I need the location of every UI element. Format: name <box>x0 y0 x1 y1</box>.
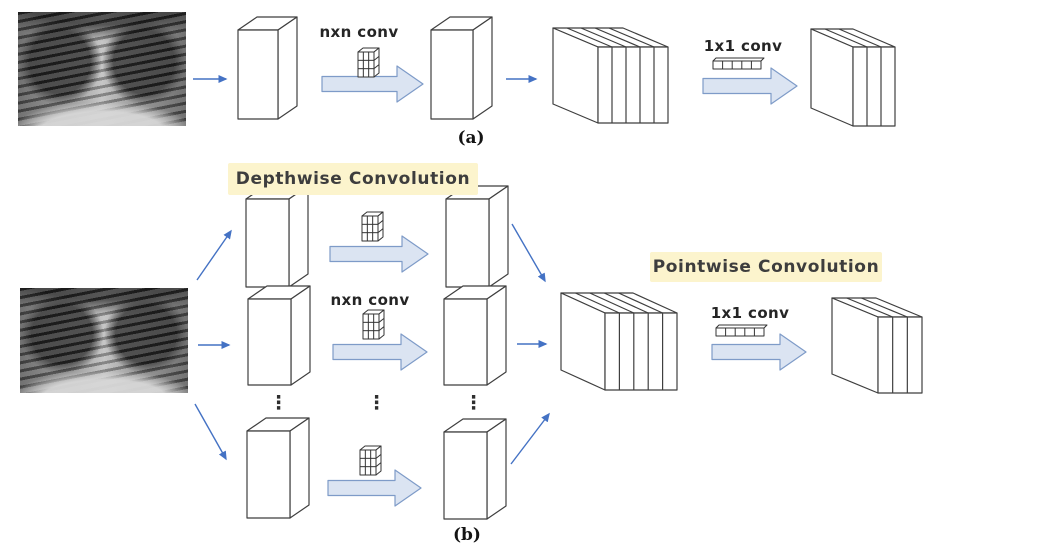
nxn-conv-label-a: nxn conv <box>319 23 399 41</box>
1x1-conv-label-a: 1x1 conv <box>703 37 783 55</box>
chest-xray-image-b <box>20 288 188 393</box>
conv-arrow-b-dw-mid <box>332 333 428 371</box>
feature-stack-b <box>560 292 678 391</box>
dw-map-out-top <box>445 185 509 288</box>
chest-xray-image-a <box>18 12 186 126</box>
flow-arrow-b-branch-bottom <box>194 403 227 461</box>
conv-arrow-b-1x1 <box>711 333 807 371</box>
dw-map-in-top <box>245 185 309 288</box>
dw-map-in-bottom <box>246 417 310 519</box>
panel-a-caption: (a) <box>457 128 485 148</box>
nxn-conv-label-b: nxn conv <box>330 291 410 309</box>
output-stack-a <box>810 28 896 127</box>
ellipsis-icon-right: ⋮ <box>464 392 483 414</box>
feature-stack-a <box>552 27 669 124</box>
feature-map-a-out <box>430 16 493 120</box>
dw-map-out-bottom <box>443 418 507 520</box>
output-stack-b <box>831 297 923 394</box>
conv-arrow-a-1x1 <box>702 67 798 105</box>
kernel-3x3-icon-b-top <box>361 211 384 242</box>
kernel-3x3-icon-b-bottom <box>359 445 382 476</box>
ellipsis-icon-left: ⋮ <box>269 392 288 414</box>
panel-b-caption: (b) <box>453 525 481 545</box>
kernel-1x1-icon-b <box>715 324 768 337</box>
conv-arrow-b-dw-top <box>329 235 429 273</box>
depthwise-convolution-label: Depthwise Convolution <box>228 163 478 195</box>
1x1-conv-label-b: 1x1 conv <box>710 304 790 322</box>
kernel-1x1-icon-a <box>712 57 765 70</box>
conv-arrow-a-nxn <box>321 65 424 103</box>
flow-arrow-b-merge-top <box>511 223 546 283</box>
pointwise-convolution-label: Pointwise Convolution <box>650 252 882 282</box>
conv-arrow-b-dw-bottom <box>327 469 422 507</box>
dw-map-out-mid <box>443 285 507 386</box>
flow-arrow-b-merge-bottom <box>510 412 550 465</box>
feature-map-a-in <box>237 16 298 120</box>
kernel-3x3-icon-a <box>357 47 380 78</box>
kernel-3x3-icon-b-mid <box>362 309 385 340</box>
flow-arrow-b-branch-top <box>196 229 232 281</box>
dw-map-in-mid <box>247 285 311 386</box>
ellipsis-icon-middle: ⋮ <box>367 392 386 414</box>
